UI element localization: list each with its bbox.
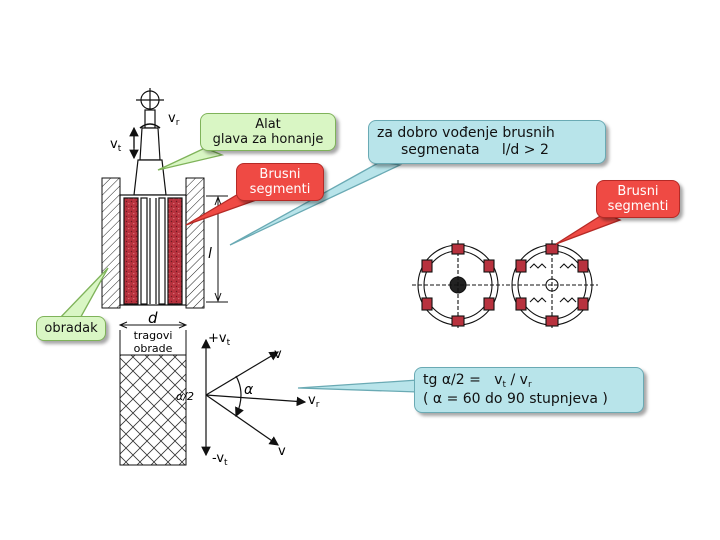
l-label: l xyxy=(208,246,212,262)
formula-callout: tg α/2 = vt / vr ( α = 60 do 90 stupnjev… xyxy=(414,367,644,413)
diameter-dimension xyxy=(118,321,188,329)
vt-label: vt xyxy=(110,137,122,154)
honing-traces xyxy=(119,330,187,466)
formula-line2: ( α = 60 do 90 stupnjeva ) xyxy=(423,391,608,407)
brusni-left-line2: segmenti xyxy=(249,182,311,197)
alpha-half-label: α/2 xyxy=(176,390,194,403)
brusni-segmenti-right-callout: Brusni segmenti xyxy=(596,180,680,218)
brusni-segmenti-left-callout: Brusni segmenti xyxy=(236,163,324,201)
length-dimension xyxy=(206,195,228,303)
v-lower-label: v xyxy=(278,444,286,459)
honing-head xyxy=(119,194,187,306)
vr-label: vr xyxy=(168,111,180,128)
minus-vt-label: -vt xyxy=(212,451,228,468)
brusni-right-line1: Brusni xyxy=(617,184,659,199)
vodjenje-line2: segmenata l/d > 2 xyxy=(401,142,549,158)
vodjenje-line1: za dobro vođenje brusnih xyxy=(377,125,555,141)
obradak-label: obradak xyxy=(44,321,98,336)
alpha-label: α xyxy=(244,382,254,398)
plus-vt-label: +vt xyxy=(208,331,231,348)
v-upper-label: v xyxy=(274,347,282,362)
cross-section-left xyxy=(412,240,504,330)
formula-line1: tg α/2 = vt / vr xyxy=(423,372,532,390)
tragovi-line1: tragovi xyxy=(134,329,173,342)
brusni-right-line2: segmenti xyxy=(607,199,669,214)
obradak-callout: obradak xyxy=(36,316,106,341)
tool-spindle xyxy=(133,88,167,196)
vodjenje-callout: za dobro vođenje brusnih segmenata l/d >… xyxy=(368,120,606,164)
brusni-left-line1: Brusni xyxy=(259,167,301,182)
d-label: d xyxy=(148,309,158,327)
alat-line1: Alat xyxy=(255,117,281,132)
workpiece-walls xyxy=(101,177,205,309)
tragovi-line2: obrade xyxy=(134,342,173,355)
alat-line2: glava za honanje xyxy=(212,132,324,147)
vr-diagram-label: vr xyxy=(308,393,320,410)
alat-callout: Alat glava za honanje xyxy=(200,113,336,151)
velocity-diagram xyxy=(201,338,307,457)
cross-section-right xyxy=(506,240,598,330)
